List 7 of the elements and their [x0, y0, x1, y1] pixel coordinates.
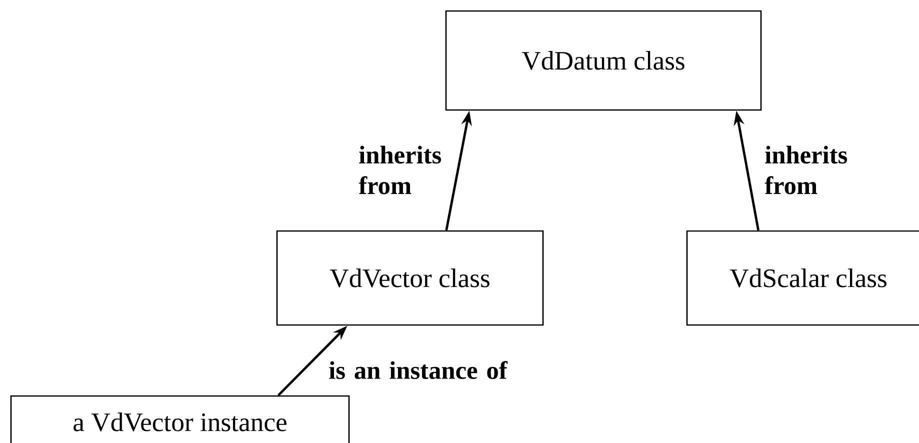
class-box: a VdVector instance: [10, 395, 350, 443]
class-box: VdScalar class: [686, 230, 919, 326]
class-box: VdVector class: [276, 230, 544, 326]
edge-label: is an instance of: [329, 360, 508, 380]
edge-label: inherits from: [358, 146, 442, 194]
class-box: VdDatum class: [445, 10, 762, 111]
edge-label: inherits from: [764, 146, 848, 194]
